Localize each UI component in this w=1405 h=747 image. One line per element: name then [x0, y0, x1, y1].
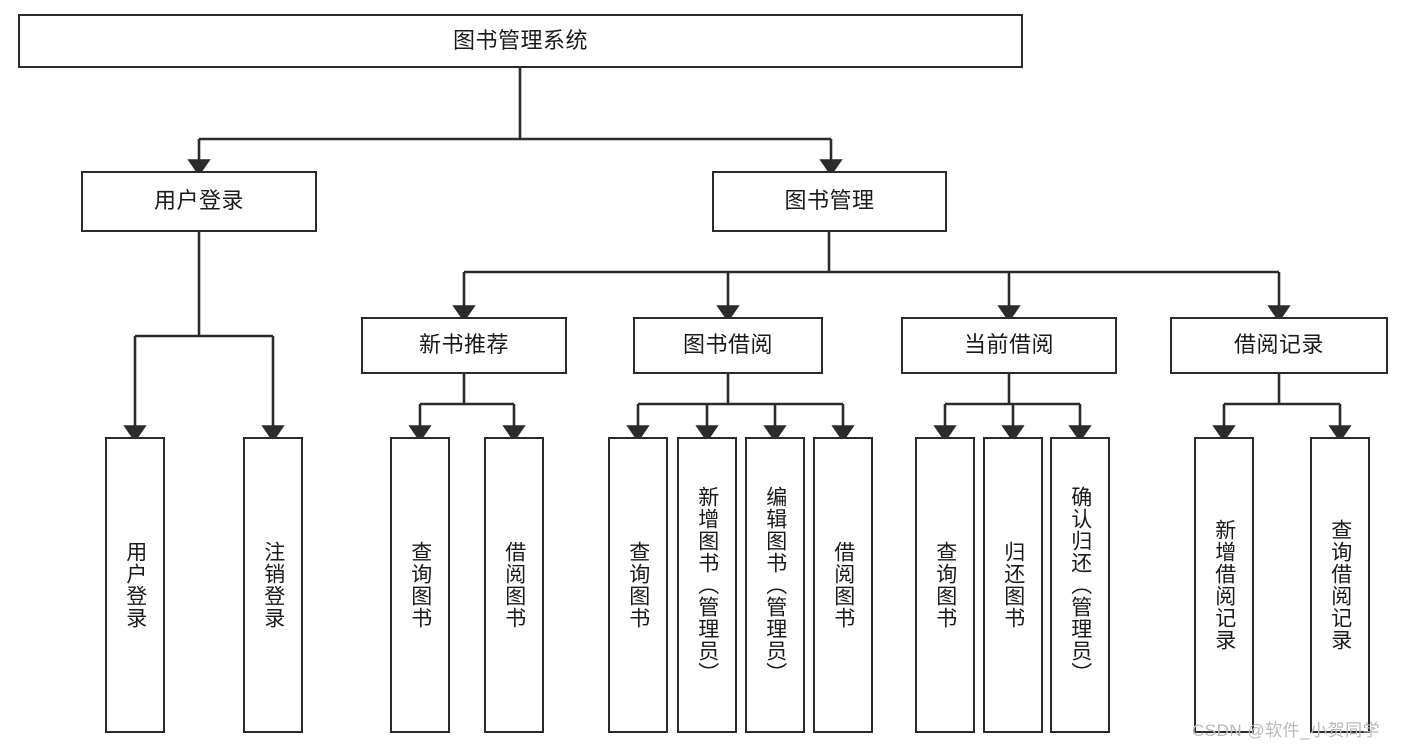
node-leaf-bb-borrow-book-label: 借阅图书	[831, 541, 855, 629]
node-book-borrow-label: 图书借阅	[682, 332, 773, 358]
node-leaf-bb-edit-book-admin[interactable]: 编辑图书（管理员）	[745, 437, 805, 733]
node-leaf-user-login-label: 用户登录	[123, 541, 147, 629]
node-book-management-system[interactable]: 图书管理系统	[18, 14, 1023, 68]
node-leaf-nbr-query-book-label: 查询图书	[408, 541, 432, 629]
node-leaf-cb-return-book[interactable]: 归还图书	[983, 437, 1043, 733]
node-leaf-nbr-borrow-book-label: 借阅图书	[502, 541, 526, 629]
node-leaf-user-logout-label: 注销登录	[261, 541, 285, 629]
node-leaf-bb-edit-book-admin-label: 编辑图书（管理员）	[763, 486, 787, 684]
node-book-borrow[interactable]: 图书借阅	[633, 317, 823, 374]
node-current-borrow-label: 当前借阅	[963, 332, 1054, 358]
node-leaf-bb-query-book-label: 查询图书	[626, 541, 650, 629]
node-leaf-cb-confirm-return-admin[interactable]: 确认归还（管理员）	[1050, 437, 1110, 733]
node-leaf-br-query-record[interactable]: 查询借阅记录	[1310, 437, 1370, 733]
csdn-watermark: CSDN @软件_小贺同学	[1192, 721, 1381, 740]
node-root-label: 图书管理系统	[452, 27, 588, 53]
node-leaf-cb-return-book-label: 归还图书	[1001, 541, 1025, 629]
node-book-manage[interactable]: 图书管理	[712, 171, 947, 232]
node-leaf-bb-borrow-book[interactable]: 借阅图书	[813, 437, 873, 733]
node-book-manage-label: 图书管理	[784, 188, 875, 214]
node-leaf-cb-query-book[interactable]: 查询图书	[915, 437, 975, 733]
node-current-borrow[interactable]: 当前借阅	[901, 317, 1117, 374]
node-user-login[interactable]: 用户登录	[81, 171, 317, 232]
node-leaf-bb-add-book-admin-label: 新增图书（管理员）	[695, 486, 719, 684]
node-borrow-record[interactable]: 借阅记录	[1170, 317, 1388, 374]
node-leaf-cb-query-book-label: 查询图书	[933, 541, 957, 629]
node-leaf-br-query-record-label: 查询借阅记录	[1328, 519, 1352, 651]
node-leaf-bb-add-book-admin[interactable]: 新增图书（管理员）	[677, 437, 737, 733]
node-borrow-record-label: 借阅记录	[1233, 332, 1324, 358]
node-new-book-recommend-label: 新书推荐	[418, 332, 509, 358]
node-new-book-recommend[interactable]: 新书推荐	[361, 317, 567, 374]
node-leaf-nbr-query-book[interactable]: 查询图书	[390, 437, 450, 733]
node-leaf-cb-confirm-return-admin-label: 确认归还（管理员）	[1068, 486, 1092, 684]
node-leaf-user-logout[interactable]: 注销登录	[243, 437, 303, 733]
node-user-login-label: 用户登录	[153, 188, 244, 214]
node-leaf-user-login[interactable]: 用户登录	[105, 437, 165, 733]
node-leaf-br-add-record-label: 新增借阅记录	[1212, 519, 1236, 651]
node-leaf-nbr-borrow-book[interactable]: 借阅图书	[484, 437, 544, 733]
node-leaf-bb-query-book[interactable]: 查询图书	[608, 437, 668, 733]
node-leaf-br-add-record[interactable]: 新增借阅记录	[1194, 437, 1254, 733]
